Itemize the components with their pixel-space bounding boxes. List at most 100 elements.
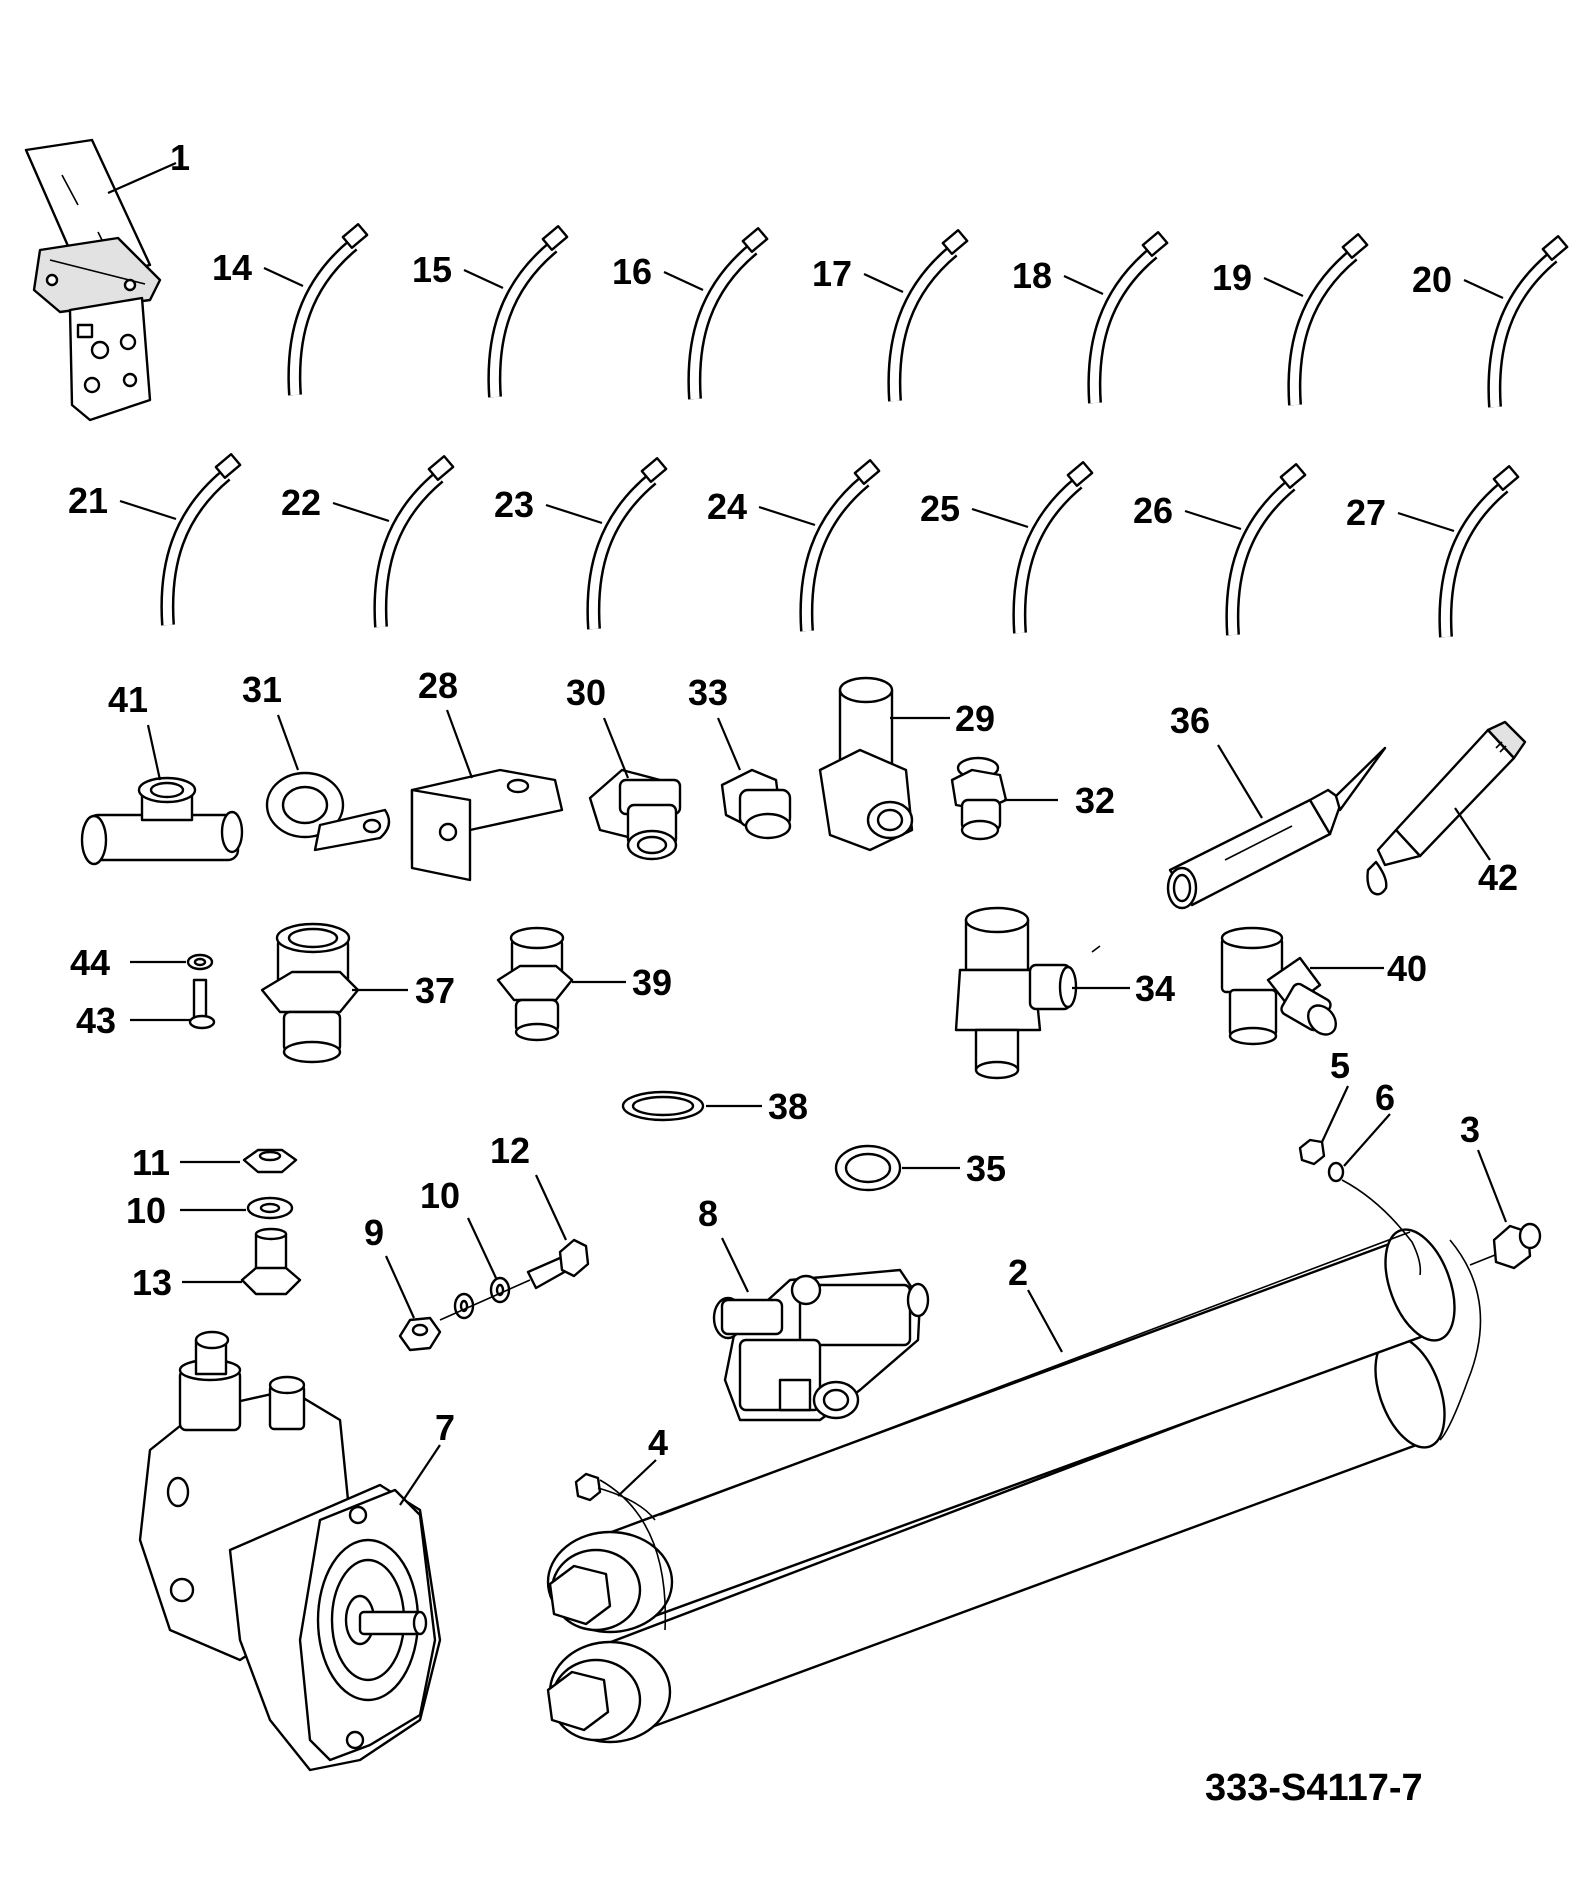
callout-24: 24: [707, 486, 747, 527]
part-32-small-adapter[interactable]: [950, 756, 1008, 841]
leader-1: [107, 161, 177, 195]
callout-30: 30: [566, 672, 606, 713]
callout-36: 36: [1170, 700, 1210, 741]
leader-9: [384, 1255, 416, 1319]
callout-20: 20: [1412, 259, 1452, 300]
leader-25: [971, 507, 1029, 529]
callout-29: 29: [955, 698, 995, 739]
part-41-tee-fitting[interactable]: [80, 776, 244, 866]
part-8-solenoid-valve[interactable]: [712, 1268, 930, 1422]
leader-19: [1263, 277, 1304, 297]
callout-10a: 10: [126, 1190, 166, 1231]
callout-6: 6: [1375, 1077, 1395, 1118]
part-31-p-clip[interactable]: [265, 771, 391, 852]
part-22-hose[interactable]: [373, 455, 455, 628]
part-10-washer[interactable]: [246, 1196, 294, 1220]
part-4-bleed-pipe[interactable]: [574, 1472, 656, 1521]
leader-17: [863, 273, 904, 293]
callout-33: 33: [688, 672, 728, 713]
callout-27: 27: [1346, 492, 1386, 533]
part-42-grease-tube[interactable]: [1366, 720, 1527, 896]
leader-27: [1397, 511, 1455, 533]
part-20-hose[interactable]: [1487, 235, 1569, 408]
leader-2: [1027, 1289, 1063, 1353]
leader-24: [758, 505, 816, 527]
part-12-bolt[interactable]: [526, 1238, 590, 1290]
part-24-hose[interactable]: [799, 459, 881, 632]
leader-6: [1343, 1113, 1391, 1167]
leader-22: [332, 501, 390, 523]
callout-40: 40: [1387, 948, 1427, 989]
part-40-swivel-tee[interactable]: [1220, 926, 1341, 1046]
part-6-breather-tube[interactable]: [1327, 1161, 1422, 1276]
part-28-angle-bracket[interactable]: [410, 768, 564, 882]
part-11-nut[interactable]: [242, 1148, 298, 1174]
part-9-nut[interactable]: [398, 1316, 442, 1352]
callout-12: 12: [490, 1130, 530, 1171]
part-7-hydraulic-pump[interactable]: [138, 1330, 442, 1772]
callout-13: 13: [132, 1262, 172, 1303]
part-17-hose[interactable]: [887, 229, 969, 402]
part-44-washer[interactable]: [186, 953, 214, 971]
leader-12: [535, 1174, 567, 1241]
part-36-sealant-cartridge[interactable]: [1166, 746, 1387, 910]
part-34-tee-fitting[interactable]: [954, 906, 1078, 1080]
part-10-washers[interactable]: [453, 1276, 511, 1320]
part-16-hose[interactable]: [687, 227, 769, 400]
part-23-hose[interactable]: [586, 457, 668, 630]
callout-37: 37: [415, 970, 455, 1011]
part-37-adapter[interactable]: [260, 922, 360, 1064]
callout-43: 43: [76, 1000, 116, 1041]
part-5-nut[interactable]: [1298, 1138, 1326, 1166]
leader-16: [663, 271, 704, 291]
part-21-hose[interactable]: [160, 453, 242, 626]
part-1-pedal-valve[interactable]: [24, 138, 162, 422]
callout-5: 5: [1330, 1045, 1350, 1086]
callout-44: 44: [70, 942, 110, 983]
part-33-adapter[interactable]: [720, 768, 792, 840]
part-39-adapter[interactable]: [496, 926, 574, 1042]
part-3-end-fitting[interactable]: [1469, 1222, 1542, 1270]
leader-15: [463, 269, 504, 289]
part-2-filter-assembly[interactable]: [546, 1220, 1482, 1744]
leader-36: [1217, 744, 1263, 819]
callout-35: 35: [966, 1148, 1006, 1189]
callout-31: 31: [242, 669, 282, 710]
callout-3: 3: [1460, 1109, 1480, 1150]
part-26-hose[interactable]: [1225, 463, 1307, 636]
leader-31: [276, 714, 300, 771]
callout-17: 17: [812, 253, 852, 294]
part-30-elbow-fitting[interactable]: [588, 768, 682, 861]
leader-4: [617, 1459, 657, 1497]
leader-7: [399, 1444, 441, 1506]
part-19-hose[interactable]: [1287, 233, 1369, 406]
part-38-seal-ring[interactable]: [621, 1090, 705, 1122]
leader-10b: [467, 1217, 497, 1279]
callout-2: 2: [1008, 1252, 1028, 1293]
part-14-hose[interactable]: [287, 223, 369, 396]
callout-34: 34: [1135, 968, 1175, 1009]
leader-28: [445, 709, 474, 779]
part-13-spacer-bolt[interactable]: [240, 1227, 302, 1296]
callout-32: 32: [1075, 780, 1115, 821]
part-35-seal-ring[interactable]: [834, 1144, 902, 1192]
callout-4: 4: [648, 1422, 668, 1463]
callout-38: 38: [768, 1086, 808, 1127]
callout-18: 18: [1012, 255, 1052, 296]
part-27-hose[interactable]: [1438, 465, 1520, 638]
callout-10b: 10: [420, 1175, 460, 1216]
part-25-hose[interactable]: [1012, 461, 1094, 634]
part-18-hose[interactable]: [1087, 231, 1169, 404]
leader-3: [1476, 1149, 1508, 1223]
part-15-hose[interactable]: [487, 225, 569, 398]
leader-21: [119, 499, 177, 521]
leader-42: [1454, 807, 1491, 861]
part-29-tube-fitting[interactable]: [818, 676, 914, 852]
part-43-screw[interactable]: [188, 978, 216, 1030]
bolt-axis-line: [439, 1279, 531, 1321]
callout-9: 9: [364, 1212, 384, 1253]
callout-28: 28: [418, 665, 458, 706]
callout-22: 22: [281, 482, 321, 523]
